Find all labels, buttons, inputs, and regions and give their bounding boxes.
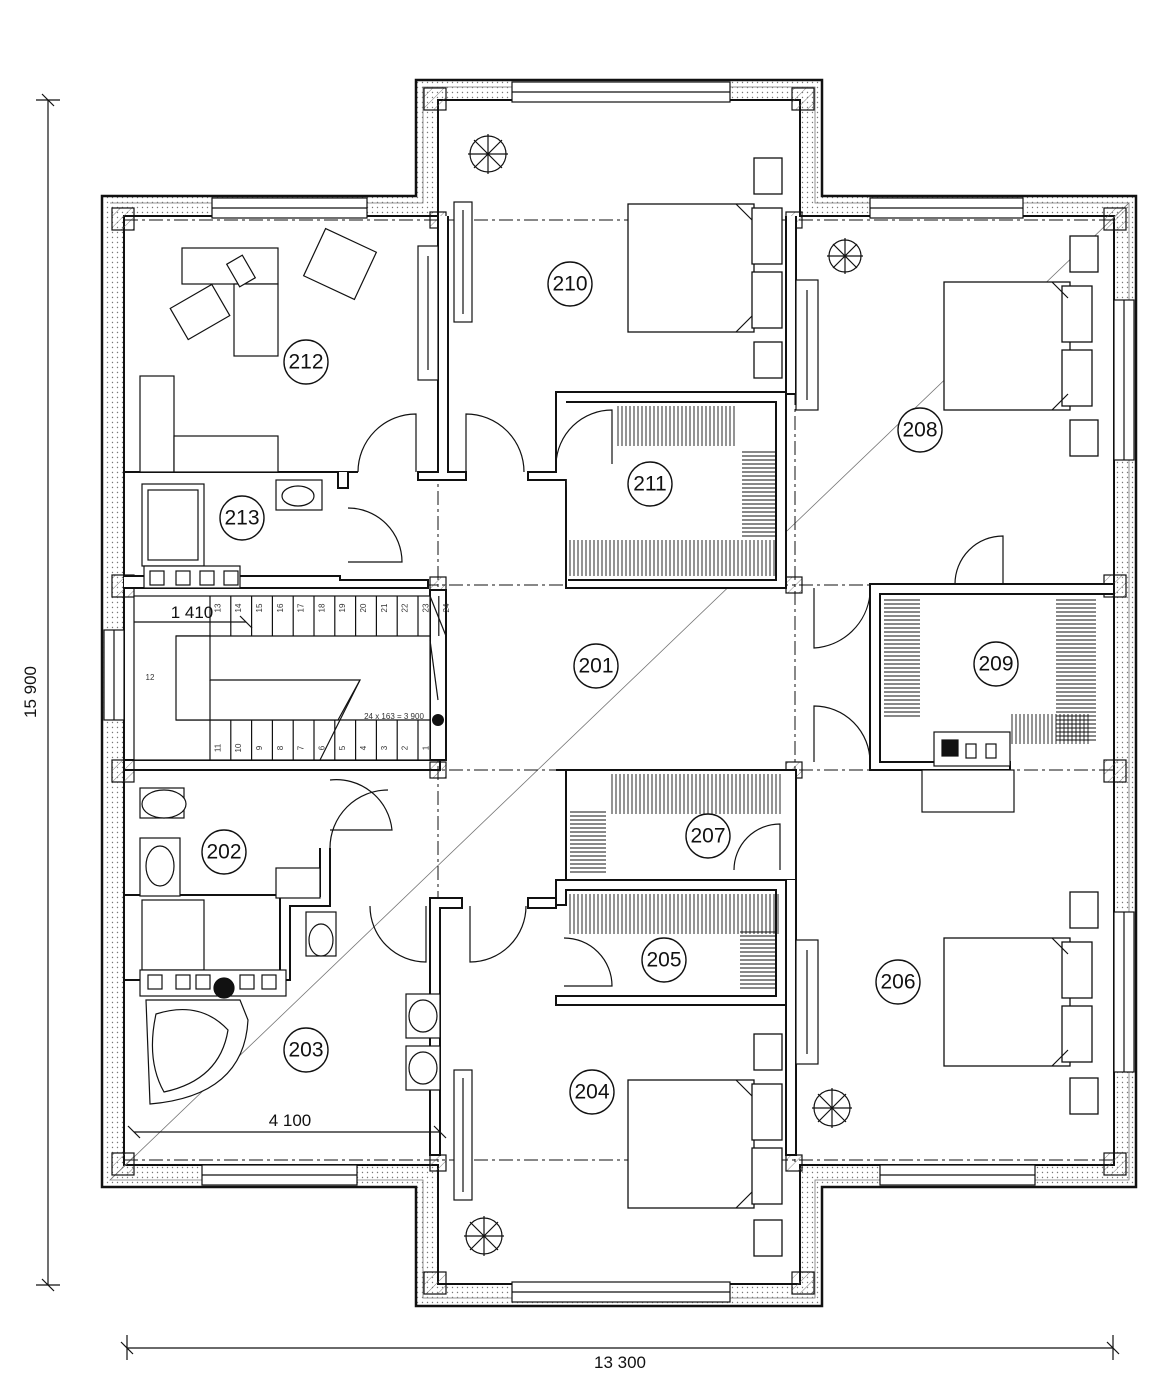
stair-step-number: 23 — [421, 603, 430, 612]
bed-210 — [627, 157, 783, 379]
room-206: 206 — [875, 959, 921, 1005]
room-210: 210 — [547, 261, 593, 307]
room-number: 212 — [288, 351, 323, 374]
stair-formula-label: 24 x 163 = 3 900 — [364, 712, 424, 721]
stair-step-number: 6 — [317, 745, 326, 750]
stair-step-number: 19 — [338, 603, 347, 612]
bath-width-label: 4 100 — [269, 1111, 312, 1130]
bed-206 — [943, 891, 1099, 1115]
room-number: 205 — [646, 949, 681, 972]
room-number: 209 — [978, 653, 1013, 676]
bed-204 — [627, 1033, 783, 1257]
room-213: 213 — [219, 495, 265, 541]
room-208: 208 — [897, 407, 943, 453]
room-labels: 210 212 208 211 213 201 209 207 202 205 … — [201, 261, 1019, 1115]
room-number: 208 — [902, 419, 937, 442]
stair-width-label: 1 410 — [171, 603, 214, 622]
room-number: 213 — [224, 507, 259, 530]
room-number: 207 — [690, 825, 725, 848]
bath-202-203 — [139, 787, 441, 1105]
room-207: 207 — [685, 813, 731, 859]
dimension-labels: 13 300 15 900 4 100 1 410 24 x 163 = 3 9… — [21, 603, 646, 1372]
room-212: 212 — [283, 339, 329, 385]
stair-step-number: 4 — [359, 745, 368, 750]
stair-step-number: 17 — [297, 603, 306, 612]
dimension-lines — [36, 93, 1120, 1360]
boiler-209 — [921, 731, 1015, 813]
stair-start-dot — [432, 714, 444, 726]
room-number: 203 — [288, 1039, 323, 1062]
room-number: 211 — [633, 473, 666, 496]
room-211: 211 — [627, 461, 673, 507]
bed-208 — [943, 235, 1099, 457]
closet-shelving — [569, 406, 1096, 989]
stair-step-number: 22 — [401, 603, 410, 612]
stair-step-number: 8 — [276, 745, 285, 750]
stair-step-number: 10 — [234, 743, 243, 752]
stair-step-number: 7 — [297, 745, 306, 750]
stair-step-number: 3 — [380, 745, 389, 750]
structural-columns — [111, 87, 1127, 1295]
stair-step-number: 11 — [213, 743, 222, 752]
office-desk-212 — [139, 227, 378, 473]
bath-213 — [141, 479, 323, 589]
room-204: 204 — [569, 1069, 615, 1115]
staircase — [133, 595, 447, 761]
room-number: 210 — [552, 273, 587, 296]
stair-step-number: 21 — [380, 603, 389, 612]
exterior-walls — [100, 78, 1138, 1308]
room-201: 201 — [573, 643, 619, 689]
stair-step-number: 20 — [359, 603, 368, 612]
room-205: 205 — [641, 937, 687, 983]
stair-step-number: 15 — [255, 603, 264, 612]
stair-step-number: 5 — [338, 745, 347, 750]
overall-width-label: 13 300 — [594, 1353, 646, 1372]
room-number: 202 — [206, 841, 241, 864]
stair-step-number: 14 — [234, 603, 243, 612]
stair-step-number: 16 — [276, 603, 285, 612]
windows — [103, 81, 1135, 1303]
doors — [329, 409, 1004, 987]
stair-step-number: 2 — [401, 745, 410, 750]
room-number: 201 — [578, 655, 613, 678]
interior-walls — [123, 216, 1115, 1156]
room-203: 203 — [283, 1027, 329, 1073]
stair-step-number: 18 — [317, 603, 326, 612]
stair-step-number: 13 — [213, 603, 222, 612]
stair-step-number: 1 — [421, 745, 430, 750]
stair-landing-label: 12 — [146, 673, 155, 682]
furniture — [139, 134, 1099, 1257]
room-number: 204 — [574, 1081, 609, 1104]
room-209: 209 — [973, 641, 1019, 687]
room-number: 206 — [880, 971, 915, 994]
stair-step-number: 9 — [255, 745, 264, 750]
stair-step-number: 24 — [442, 603, 451, 612]
plant-icons — [464, 134, 863, 1256]
overall-height-label: 15 900 — [21, 666, 40, 718]
room-202: 202 — [201, 829, 247, 875]
